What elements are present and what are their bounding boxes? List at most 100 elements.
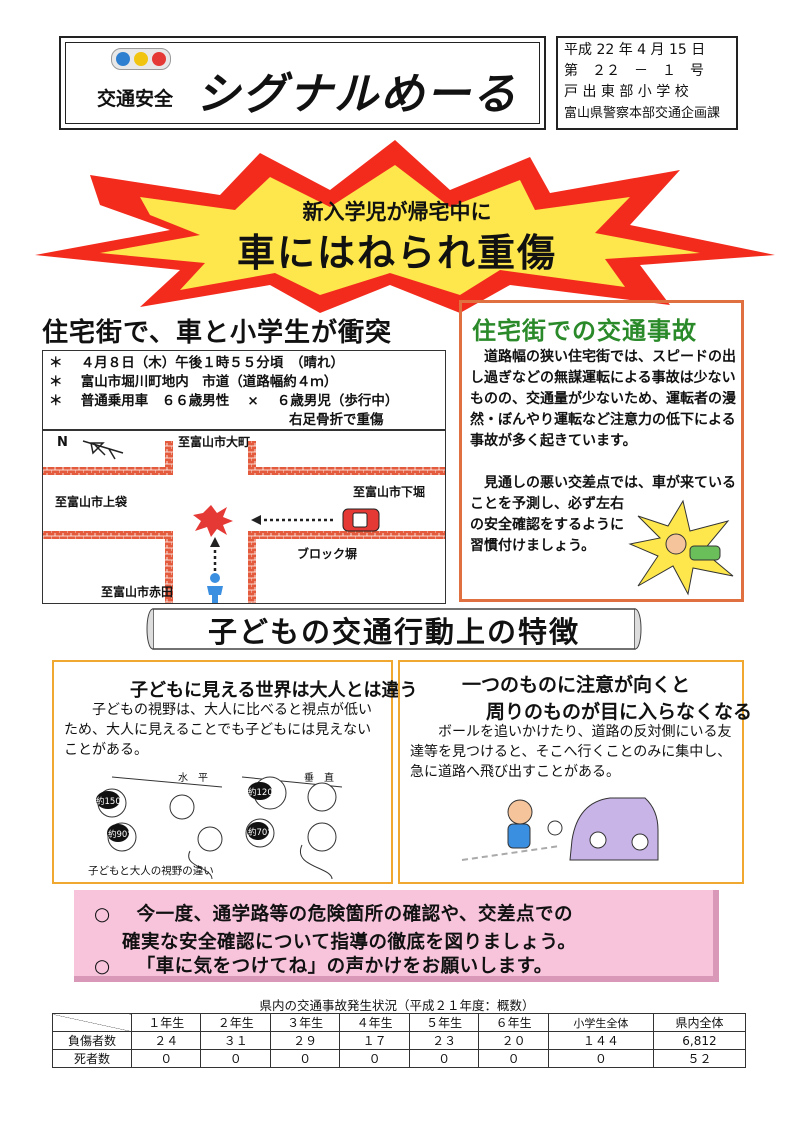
issue-date: 平成 22 年 4 月 15 日 <box>564 42 706 58</box>
table-cell: ２９ <box>269 1031 341 1050</box>
vision-caption: 子どもと大人の視野の違い <box>88 865 214 877</box>
table-row: 負傷者数 ２４ ３１ ２９ １７ ２３ ２０ １４４ 6,812 <box>52 1031 747 1050</box>
col-elementary-total: 小学生全体 <box>547 1013 654 1032</box>
car-window <box>352 512 368 528</box>
vision-child-v-angle: 約90° <box>108 830 132 840</box>
scroll-left-roll <box>146 608 154 650</box>
table-cell: ０ <box>130 1049 202 1068</box>
appeal-line-2: 確実な安全確認について指導の徹底を図りましょう。 <box>122 932 577 953</box>
focus-text-body: ボールを追いかけたり、道路の反対側にいる友達等を見つけると、そこへ行くことのみに… <box>410 724 732 780</box>
newsletter-header: 交通安全 シグナルめーる <box>59 36 546 130</box>
newsletter-title: シグナルめーる <box>196 69 518 120</box>
table-row: 死者数 ０ ０ ０ ０ ０ ０ ０ ５２ <box>52 1049 747 1068</box>
category-label: 交通安全 <box>97 88 174 110</box>
fact-datetime: ＊ ４月８日（木）午後１時５５分頃 （晴れ） <box>49 355 344 371</box>
children-section-title: 子どもの交通行動上の特徴 <box>207 615 580 649</box>
headline-subtitle: 新入学児が帰宅中に <box>302 200 492 224</box>
burst-inner-shape <box>100 165 700 295</box>
issue-number: 第 ２２ － １ 号 <box>564 63 704 79</box>
appeal-line-1: ○ 今一度、通学路等の危険箇所の確認や、交差点での <box>94 904 574 925</box>
road-line <box>461 845 561 861</box>
child-vision-text: 子どもの視野は、大人に比べると視点が低いため、大人に見えることでも子どもには見え… <box>64 700 384 760</box>
collision-title: 住宅街で、車と小学生が衝突 <box>42 318 392 348</box>
residential-paragraph-1: 道路幅の狭い住宅街では、スピードの出し過ぎなどの無謀運転による事故は少ないものの… <box>470 347 736 452</box>
map-north-label: N <box>57 435 68 450</box>
table-cell: ０ <box>269 1049 341 1068</box>
vision-diagram-graphic <box>96 776 343 880</box>
row-label-injured: 負傷者数 <box>52 1031 132 1050</box>
issue-issuer: 富山県警察本部交通企画課 <box>564 106 721 121</box>
col-grade6: ６年生 <box>478 1013 549 1032</box>
angle-badge-child-h <box>96 791 120 809</box>
map-to-kamibukuro: 至富山市上袋 <box>55 495 128 509</box>
intersection-diagram <box>43 440 445 603</box>
wall-right-upper <box>248 467 445 475</box>
table-corner-cell <box>52 1013 132 1032</box>
accident-facts-box: ＊ ４月８日（木）午後１時５５分頃 （晴れ） ＊ 富山市堀川町地内 市道（道路幅… <box>42 350 446 430</box>
vision-adult-h-angle: 約120° <box>248 788 277 798</box>
residential-paragraph-1-text: 道路幅の狭い住宅街では、スピードの出し過ぎなどの無謀運転による事故は少ないものの… <box>470 349 736 449</box>
table-header-row: １年生 ２年生 ３年生 ４年生 ５年生 ６年生 小学生全体 県内全体 <box>52 1013 747 1032</box>
residential-paragraph-2-text: 見通しの悪い交差点では、車が来ている <box>484 475 736 491</box>
row-label-deaths: 死者数 <box>52 1049 132 1068</box>
map-to-akata: 至富山市赤田 <box>101 585 174 599</box>
vision-diagram: 水 平 垂 直 約150° 約120° 約90° 約70° 子どもと大人の視野の… <box>82 767 350 881</box>
map-to-shimobori: 至富山市下堀 <box>353 485 426 499</box>
child-vision-heading: 子どもに見える世界は大人とは違う <box>130 680 418 701</box>
fact-parties: ＊ 普通乗用車 ６６歳男性 × ６歳男児（歩行中） <box>49 393 399 409</box>
headline-main: 車にはねられ重傷 <box>236 231 557 275</box>
wall-top-left-v <box>165 441 173 475</box>
focus-heading-2: 周りのものが目に入らなくなる <box>486 701 753 723</box>
running-boy-head <box>507 799 533 825</box>
col-grade5: ５年生 <box>408 1013 480 1032</box>
table-cell: ０ <box>408 1049 480 1068</box>
signal-lamp-yellow <box>134 52 148 66</box>
signal-lamp-blue <box>116 52 130 66</box>
header-inner-frame <box>65 42 540 124</box>
col-grade2: ２年生 <box>200 1013 271 1032</box>
impact-burst-icon <box>193 505 233 537</box>
north-arrow-icon <box>82 440 124 460</box>
explosion-burst-graphic <box>35 140 775 313</box>
wall-left-upper <box>43 467 173 475</box>
child-arrowhead <box>210 537 220 547</box>
table-cell: ０ <box>339 1049 410 1068</box>
table-cell: ２３ <box>408 1031 480 1050</box>
child-vision-text-body: 子どもの視野は、大人に比べると視点が低いため、大人に見えることでも子どもには見え… <box>64 702 372 758</box>
vision-child-h-angle: 約150° <box>96 797 125 807</box>
table-cell: ０ <box>200 1049 271 1068</box>
crash-car-icon <box>689 545 721 561</box>
ball-chase-illustration <box>461 797 659 861</box>
traffic-signal-icon <box>111 48 171 70</box>
wall-right-lower <box>248 531 445 539</box>
signal-lamp-red <box>152 52 166 66</box>
table-cell: ２０ <box>478 1031 549 1050</box>
map-block-wall: ブロック塀 <box>297 547 358 561</box>
table-cell: ０ <box>478 1049 549 1068</box>
wall-top-right-v <box>248 441 256 475</box>
ball-icon <box>547 820 563 836</box>
residential-paragraph-3-text: ことを予測し、必ず左右の安全確認をするように習慣付けましょう。 <box>470 496 624 554</box>
wall-bottom-right-v <box>248 531 256 603</box>
wall-left-lower <box>43 531 173 539</box>
vision-vertical-label: 垂 直 <box>304 773 334 784</box>
child-figure-icon <box>207 586 223 603</box>
accident-stats-table: １年生 ２年生 ３年生 ４年生 ５年生 ６年生 小学生全体 県内全体 負傷者数 … <box>52 1013 747 1068</box>
residential-title: 住宅街での交通事故 <box>472 317 697 345</box>
col-grade4: ４年生 <box>339 1013 410 1032</box>
car-headlight-left <box>589 831 607 849</box>
running-boy-icon <box>507 823 531 849</box>
car-headlight-right <box>631 833 649 851</box>
table-cell: 6,812 <box>652 1031 747 1050</box>
fact-injury: 右足骨折で重傷 <box>289 412 384 428</box>
table-cell: ３１ <box>200 1031 271 1050</box>
crash-child-head <box>665 533 687 555</box>
accident-map: N 至富山市大町 至富山市下堀 至富山市上袋 至富山市赤田 ブロック塀 <box>42 430 446 604</box>
residential-accident-box <box>459 300 744 602</box>
angle-badge-adult-v <box>247 822 269 840</box>
col-grade1: １年生 <box>130 1013 202 1032</box>
crash-illustration <box>628 499 734 596</box>
focus-text: ボールを追いかけたり、道路の反対側にいる友達等を見つけると、そこへ行くことのみに… <box>410 722 738 782</box>
table-cell: ５２ <box>652 1049 747 1068</box>
col-grade3: ３年生 <box>269 1013 341 1032</box>
